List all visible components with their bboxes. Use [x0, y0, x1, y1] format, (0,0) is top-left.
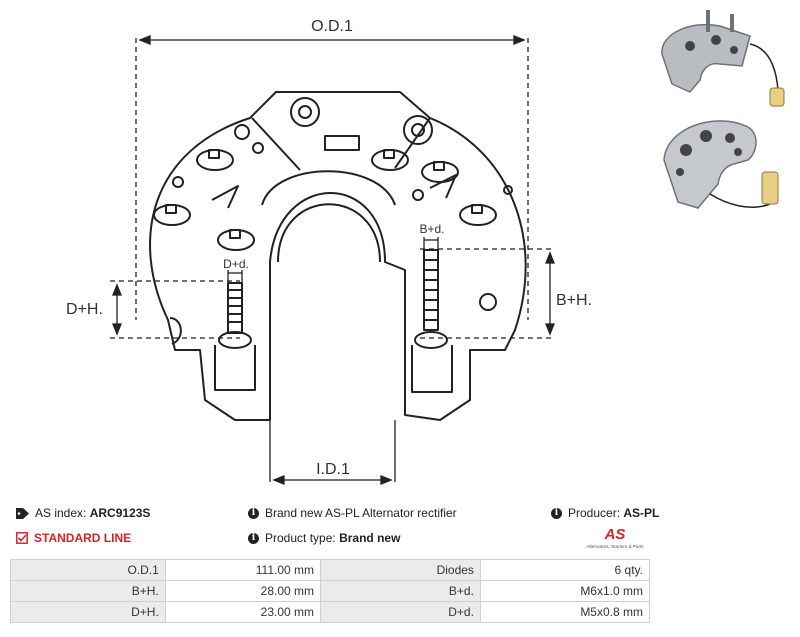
logo-tagline: Alternators, Starters & Parts	[586, 544, 644, 549]
checkbox-icon	[16, 532, 28, 544]
spec-value: M6x1.0 mm	[479, 580, 651, 602]
dh-dimension-label: D+H.	[66, 301, 103, 318]
product-type-label: Product type:	[265, 531, 336, 545]
spec-value: 23.00 mm	[164, 601, 322, 623]
info-icon: i	[248, 532, 259, 544]
logo-text: AS	[604, 526, 626, 543]
standard-line: STANDARD LINE	[16, 531, 131, 545]
info-icon: i	[248, 507, 259, 519]
spec-label: B+H.	[10, 580, 166, 602]
info-icon: i	[551, 507, 562, 519]
technical-drawing: O.D.1 I.D.1 B+H. D+H. B+d. D+d.	[66, 18, 592, 485]
od-dimension-label: O.D.1	[311, 18, 353, 35]
spec-value: 6 qty.	[479, 559, 651, 581]
product-type: i Product type: Brand new	[248, 531, 400, 545]
spec-label: B+d.	[320, 580, 481, 602]
spec-label: Diodes	[320, 559, 481, 581]
spec-label: O.D.1	[10, 559, 166, 581]
product-photo-bottom	[663, 120, 779, 209]
bd-dimension-label: B+d.	[419, 222, 444, 236]
dd-dimension-label: D+d.	[223, 257, 249, 271]
product-photo-top	[661, 10, 785, 107]
producer-value: AS-PL	[623, 506, 660, 520]
spec-value: 28.00 mm	[164, 580, 322, 602]
as-logo: AS Alternators, Starters & Parts	[586, 526, 644, 549]
id-dimension-label: I.D.1	[316, 461, 350, 478]
description: i Brand new AS-PL Alternator rectifier	[248, 506, 457, 520]
tag-icon	[16, 507, 29, 519]
producer-label: Producer:	[568, 506, 621, 520]
as-index: AS index: ARC9123S	[16, 506, 150, 520]
standard-line-label: STANDARD LINE	[34, 531, 132, 545]
spec-value: M5x0.8 mm	[479, 601, 651, 623]
product-type-value: Brand new	[339, 531, 401, 545]
as-index-label: AS index:	[35, 506, 87, 520]
bh-dimension-label: B+H.	[556, 292, 592, 309]
description-text: Brand new AS-PL Alternator rectifier	[265, 506, 457, 520]
spec-label: D+d.	[320, 601, 481, 623]
as-index-value: ARC9123S	[89, 506, 151, 520]
spec-value: 111.00 mm	[164, 559, 322, 581]
producer: i Producer: AS-PL	[551, 506, 659, 520]
spec-label: D+H.	[10, 601, 166, 623]
